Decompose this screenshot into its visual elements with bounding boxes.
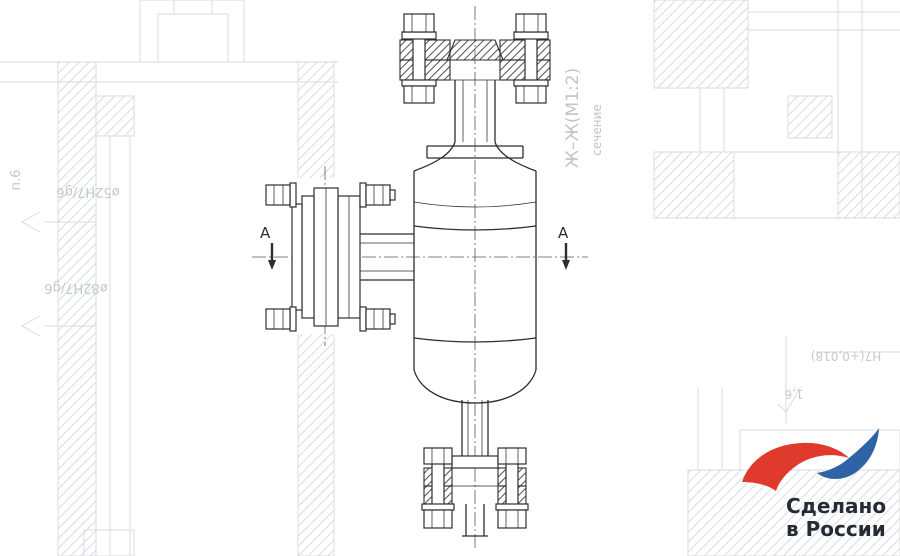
- faded-chevron-mark: [20, 211, 41, 233]
- washer: [401, 79, 437, 87]
- gasket-plate: [301, 195, 315, 319]
- faded-wall-section: [57, 61, 97, 556]
- hex-nut: [365, 184, 391, 206]
- hex-nut: [265, 308, 291, 330]
- weld-seam: [413, 201, 537, 208]
- section-cut-marker-left: A: [260, 224, 276, 270]
- valve-neck: [426, 79, 524, 159]
- washer: [359, 182, 367, 208]
- hex-nut: [265, 184, 291, 206]
- cut-arrow-icon: [562, 260, 570, 270]
- hex-nut: [423, 509, 453, 529]
- weld-seam: [413, 337, 537, 343]
- section-view-title: Ж–Ж(М1:2): [563, 68, 583, 168]
- hex-nut: [403, 85, 435, 104]
- washer: [359, 306, 367, 332]
- hex-nut: [365, 308, 391, 330]
- section-view-labels: Ж–Ж(М1:2) сечение: [563, 68, 604, 168]
- faded-dimension-labels: п.6 ø52H7/g6 ø82H7/g6 H7(+0,018) 1,6: [9, 170, 881, 401]
- dim-note-p6: п.6: [9, 170, 24, 191]
- cut-arrow-icon: [268, 260, 276, 270]
- bolt-end: [389, 189, 396, 201]
- top-flange-assembly: [399, 13, 551, 104]
- made-in-russia-logo: Сделано в России: [742, 428, 886, 541]
- bottom-flange-assembly: [421, 400, 529, 537]
- logo-text-line2: в России: [786, 517, 886, 541]
- hex-nut: [497, 509, 527, 529]
- washer: [401, 31, 437, 40]
- hex-nut: [423, 447, 453, 465]
- valve-body: [413, 141, 537, 404]
- washer: [495, 503, 529, 511]
- dim-bore-52: ø52H7/g6: [56, 184, 119, 199]
- section-view-subtitle: сечение: [590, 104, 604, 155]
- washer: [421, 503, 455, 511]
- bolt-end: [389, 313, 396, 325]
- blind-cover: [291, 203, 303, 311]
- side-flange-assembly: [265, 182, 414, 332]
- faded-chevron-mark: [20, 315, 41, 337]
- hex-nut: [515, 13, 547, 33]
- hex-nut: [515, 85, 547, 104]
- stem-collar: [451, 455, 499, 469]
- valve-assembly-drawing: A A: [252, 6, 588, 548]
- washer: [289, 182, 297, 208]
- logo-swoosh-blue-icon: [817, 428, 879, 479]
- dim-fit-h7: H7(+0,018): [811, 349, 881, 363]
- weld-seam: [413, 225, 537, 231]
- hex-nut: [403, 13, 435, 33]
- dim-bore-82: ø82H7/g6: [44, 280, 107, 295]
- cut-letter: A: [260, 224, 271, 242]
- logo-text-line1: Сделано: [786, 494, 886, 518]
- dim-roughness: 1,6: [784, 387, 803, 401]
- hex-nut: [497, 447, 527, 465]
- faded-roughness-mark: [777, 387, 801, 413]
- cut-letter: A: [558, 224, 569, 242]
- washer: [289, 306, 297, 332]
- logo-swoosh-red-icon: [742, 442, 849, 491]
- washer: [513, 31, 549, 40]
- section-cut-marker-right: A: [558, 224, 570, 270]
- washer: [513, 79, 549, 87]
